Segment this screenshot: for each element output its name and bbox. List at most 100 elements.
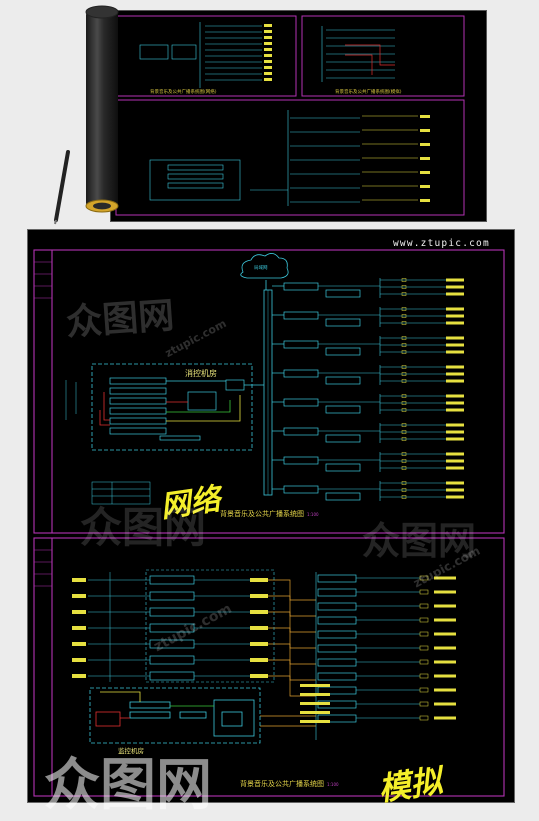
speaker-label	[434, 590, 456, 594]
speaker-label	[434, 716, 456, 720]
speaker-label	[446, 459, 464, 463]
network-amplifier	[325, 405, 361, 414]
analog-sheet-title-text: 背景音乐及公共广播系统图	[240, 780, 324, 788]
network-amplifier	[283, 427, 319, 436]
analog-orange-link	[268, 627, 316, 649]
analog-zone-label	[250, 642, 268, 646]
speaker-label	[446, 343, 464, 347]
analog-input-label	[72, 642, 86, 646]
analog-input-label	[72, 594, 86, 598]
analog-note-label	[300, 684, 330, 687]
watermark-logo-3: 众图网	[362, 519, 477, 563]
network-amplifier	[325, 434, 361, 443]
speaker-icon	[419, 617, 429, 623]
speaker-label	[446, 379, 464, 383]
speaker-icon	[401, 372, 407, 376]
analog-note-label	[300, 702, 330, 705]
watermark-logo-1: 众图网	[64, 295, 176, 344]
speaker-label	[434, 702, 456, 706]
network-amplifier	[283, 311, 319, 320]
network-cloud	[240, 253, 289, 279]
speaker-icon	[419, 589, 429, 595]
speaker-icon	[401, 452, 407, 456]
monitor-room-label: 监控机房	[118, 747, 144, 755]
speaker-label	[446, 408, 464, 412]
network-amplifier	[283, 398, 319, 407]
analog-orange-link	[268, 643, 316, 665]
analog-note-label	[300, 711, 330, 714]
speaker-icon	[419, 603, 429, 609]
network-amplifier	[325, 318, 361, 327]
analog-input-label	[72, 658, 86, 662]
speaker-label	[446, 365, 464, 369]
site-url: www.ztupic.com	[393, 238, 490, 249]
speaker-icon	[401, 459, 407, 463]
speaker-icon	[401, 495, 407, 499]
analog-zone-label	[250, 626, 268, 630]
speaker-icon	[419, 645, 429, 651]
analog-zone-amplifier	[317, 574, 357, 583]
network-amplifier	[325, 376, 361, 385]
speaker-label	[446, 321, 464, 325]
cloud-label: 局域网	[254, 266, 268, 271]
analog-zone-amplifier	[317, 616, 357, 625]
network-sheet-title-text: 背景音乐及公共广播系统图	[220, 510, 304, 518]
analog-zone-amplifier	[317, 588, 357, 597]
network-amplifier	[325, 463, 361, 472]
speaker-label	[446, 452, 464, 456]
analog-orange-link	[268, 611, 316, 633]
speaker-label	[446, 350, 464, 354]
speaker-label	[446, 278, 464, 282]
speaker-label	[446, 285, 464, 289]
analog-note-label	[300, 693, 330, 696]
analog-zone-amplifier	[317, 686, 357, 695]
scroll-preview: 背景音乐及公共广播系统图(网络) 背景音乐及公共广播系统图(模拟)	[0, 0, 539, 230]
network-amplifier	[283, 369, 319, 378]
scroll-title-right: 背景音乐及公共广播系统图(模拟)	[335, 90, 402, 95]
speaker-label	[434, 576, 456, 580]
watermark-logo-2: 众图网	[80, 503, 207, 552]
speaker-icon	[401, 488, 407, 492]
network-amplifier	[283, 340, 319, 349]
analog-zone-amplifier	[317, 672, 357, 681]
speaker-icon	[401, 307, 407, 311]
speaker-icon	[401, 292, 407, 296]
handwritten-analog-label: 模拟	[375, 761, 445, 809]
analog-zone-amplifier	[317, 630, 357, 639]
analog-zone-label	[250, 578, 268, 582]
analog-zone-amplifier	[317, 658, 357, 667]
speaker-label	[446, 372, 464, 376]
speaker-icon	[401, 394, 407, 398]
network-amplifier	[283, 485, 319, 494]
speaker-label	[446, 430, 464, 434]
speaker-label	[446, 394, 464, 398]
network-amplifier	[325, 289, 361, 298]
speaker-icon	[401, 285, 407, 289]
network-amplifier	[325, 347, 361, 356]
speaker-icon	[401, 423, 407, 427]
scroll-drawing	[54, 5, 465, 225]
speaker-icon	[419, 701, 429, 707]
speaker-icon	[401, 437, 407, 441]
speaker-label	[446, 336, 464, 340]
scroll-title-left: 背景音乐及公共广播系统图(网络)	[150, 90, 217, 95]
analog-note-label	[300, 720, 330, 723]
speaker-icon	[401, 430, 407, 434]
speaker-icon	[419, 673, 429, 679]
network-amplifier	[325, 492, 361, 501]
analog-input-label	[72, 610, 86, 614]
speaker-label	[446, 437, 464, 441]
speaker-icon	[419, 631, 429, 637]
analog-orange-link	[268, 579, 316, 601]
tube-body	[86, 12, 118, 206]
watermark-logo-bottom: 众图网	[44, 753, 212, 818]
analog-zone-amplifier	[317, 644, 357, 653]
speaker-icon	[401, 408, 407, 412]
analog-zone-label	[250, 594, 268, 598]
